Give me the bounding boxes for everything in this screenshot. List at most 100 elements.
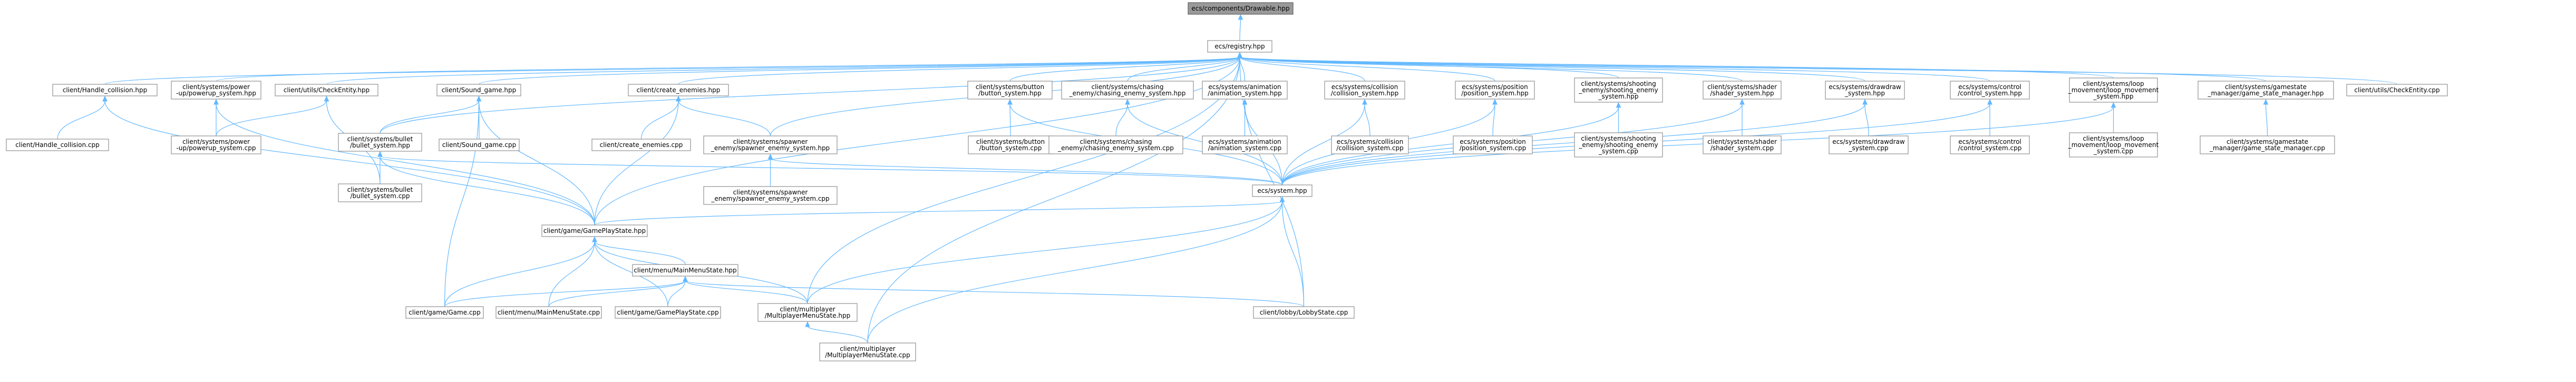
node-handle-coll-h[interactable]: client/Handle_collision.hpp [52, 84, 158, 96]
arrowhead-icon [676, 95, 681, 102]
node-box [171, 81, 261, 100]
node-position-h[interactable]: ecs/systems/position/position_system.hpp [1455, 81, 1535, 100]
node-label: client/systems/bullet [347, 186, 413, 193]
arrowhead-icon [1238, 14, 1243, 20]
node-system-h[interactable]: ecs/system.hpp [1252, 184, 1313, 197]
edge-registry-to-lobby-c [1239, 56, 1305, 307]
node-box [1453, 135, 1533, 154]
edge-mainmenu-h-to-game-c [444, 280, 686, 307]
node-mainmenu-c[interactable]: client/menu/MainMenuState.cpp [495, 306, 602, 319]
node-box [1829, 135, 1909, 154]
node-label: client/create_enemies.cpp [600, 141, 683, 149]
node-spawner-c[interactable]: client/systems/spawner_enemy/spawner_ene… [703, 186, 838, 205]
node-box [1331, 135, 1409, 154]
node-bullet-c[interactable]: client/systems/bullet/bullet_system.cpp [338, 183, 422, 202]
node-shader-h[interactable]: client/systems/shader/shader_system.hpp [1703, 81, 1782, 100]
node-label: ecs/components/Drawable.hpp [1191, 5, 1289, 12]
node-box [1202, 135, 1288, 154]
node-gameplay-h[interactable]: client/game/GamePlayState.hpp [541, 224, 648, 237]
node-create-enemies-h[interactable]: client/create_enemies.hpp [628, 84, 729, 96]
node-loop-h[interactable]: client/systems/loop_movement/loop_moveme… [2068, 77, 2159, 103]
node-animation-c[interactable]: ecs/systems/animation/animation_system.c… [1202, 135, 1288, 154]
node-shooting-c[interactable]: client/systems/shooting_enemy/shooting_e… [1574, 132, 1663, 158]
node-control-h[interactable]: ecs/systems/control/control_system.hpp [1950, 81, 2030, 100]
node-checkentity-c[interactable]: client/utils/CheckEntity.cpp [2346, 84, 2448, 96]
edge-handle-coll-h-to-gameplay-h [104, 100, 595, 226]
edge-system-h-to-multi-c [867, 201, 1283, 344]
arrowhead-icon [1237, 52, 1242, 58]
node-lobby-c[interactable]: client/lobby/LobbyState.cpp [1253, 306, 1355, 319]
arrowhead-icon [1007, 99, 1013, 105]
edge-drawdraw-h-to-drawdraw-c [1864, 103, 1869, 136]
nodes-layer: ecs/components/Drawable.hpp ecs/registry.… [6, 2, 2448, 361]
node-box [1574, 77, 1663, 103]
node-multi-c[interactable]: client/multiplayer/MultiplayerMenuState.… [819, 342, 916, 361]
node-label: /bullet_system.hpp [350, 142, 410, 149]
node-box [436, 84, 521, 96]
node-box [703, 135, 838, 154]
node-gamestate-mgr-h[interactable]: client/systems/gamestate_manager/game_st… [2198, 81, 2334, 100]
node-box [1253, 306, 1355, 319]
node-shooting-h[interactable]: client/systems/shooting_enemy/shooting_e… [1574, 77, 1663, 103]
edge-mainmenu-h-to-multi-h [685, 280, 808, 304]
node-drawable[interactable]: ecs/components/Drawable.hpp [1188, 2, 1294, 15]
node-button-c[interactable]: client/systems/button/button_system.cpp [968, 135, 1053, 154]
node-label: /shader_system.hpp [1710, 90, 1774, 97]
node-chasing-h[interactable]: client/systems/chasing_enemy/chasing_ene… [1061, 81, 1194, 100]
node-spawner-h[interactable]: client/systems/spawner_enemy/spawner_ene… [703, 135, 838, 154]
node-sound-h[interactable]: client/Sound_game.hpp [436, 84, 521, 96]
node-animation-h[interactable]: ecs/systems/animation/animation_system.h… [1202, 81, 1288, 100]
node-button-h[interactable]: client/systems/button/button_system.hpp [967, 81, 1053, 100]
node-label: ecs/systems/position [1462, 83, 1528, 91]
node-label: ecs/systems/collision [1331, 83, 1398, 91]
arrowhead-icon [767, 153, 773, 160]
node-box [1825, 81, 1905, 100]
node-label: /MultiplayerMenuState.cpp [825, 351, 910, 359]
node-label: client/systems/power [182, 138, 250, 145]
node-position-c[interactable]: ecs/systems/position/position_system.cpp [1453, 135, 1533, 154]
node-bullet-h[interactable]: client/systems/bullet/bullet_system.hpp [338, 133, 422, 152]
node-label: client/Handle_collision.cpp [15, 141, 99, 149]
node-box [1574, 132, 1663, 158]
node-sound-c[interactable]: client/Sound_game.cpp [439, 139, 520, 151]
node-label: _enemy/spawner_enemy_system.hpp [711, 144, 830, 152]
node-label: client/systems/button [976, 83, 1044, 91]
edge-registry-to-shader-h [1239, 56, 1743, 82]
node-collision-h[interactable]: ecs/systems/collision/collision_system.h… [1324, 81, 1405, 100]
node-create-enemies-c[interactable]: client/create_enemies.cpp [591, 139, 691, 151]
node-gameplay-c[interactable]: client/game/GamePlayState.cpp [615, 306, 721, 319]
edge-gameplay-h-to-mainmenu-h [594, 241, 686, 265]
node-label: /MultiplayerMenuState.hpp [765, 312, 850, 319]
arrowhead-icon [683, 276, 688, 282]
node-powerup-c[interactable]: client/systems/power-up/powerup_system.c… [171, 135, 261, 154]
node-registry[interactable]: ecs/registry.hpp [1207, 40, 1272, 53]
node-box [171, 135, 261, 154]
node-box [275, 84, 378, 96]
node-label: /bullet_system.cpp [350, 192, 410, 200]
node-collision-c[interactable]: ecs/systems/collision/collision_system.c… [1331, 135, 1409, 154]
node-mainmenu-h[interactable]: client/menu/MainMenuState.hpp [632, 264, 738, 277]
node-checkentity-h[interactable]: client/utils/CheckEntity.hpp [275, 84, 378, 96]
node-label: /position_system.hpp [1461, 90, 1529, 97]
edge-mainmenu-h-to-gameplay-c [667, 280, 686, 307]
edge-collision-h-to-system-h [1281, 103, 1365, 185]
node-control-c[interactable]: ecs/systems/control/control_system.cpp [1950, 135, 2030, 154]
node-handle-coll-c[interactable]: client/Handle_collision.cpp [6, 139, 109, 151]
node-game-c[interactable]: client/game/Game.cpp [405, 306, 484, 319]
arrowhead-icon [324, 95, 329, 102]
node-shader-c[interactable]: client/systems/shader/shader_system.cpp [1703, 135, 1782, 154]
arrowhead-icon [377, 151, 383, 157]
node-multi-h[interactable]: client/multiplayer/MultiplayerMenuState.… [757, 303, 858, 322]
edge-registry-to-checkentity-h [326, 56, 1240, 85]
node-label: client/systems/spawner [733, 189, 808, 196]
node-box [819, 342, 916, 361]
node-label: client/Sound_game.hpp [442, 86, 517, 94]
node-powerup-h[interactable]: client/systems/power-up/powerup_system.h… [171, 81, 261, 100]
node-gamestate-mgr-c[interactable]: client/systems/gamestate_manager/game_st… [2200, 135, 2335, 154]
node-drawdraw-c[interactable]: ecs/systems/drawdraw_system.cpp [1829, 135, 1909, 154]
node-chasing-c[interactable]: client/systems/chasing_enemy/chasing_ene… [1048, 135, 1183, 154]
node-drawdraw-h[interactable]: ecs/systems/drawdraw_system.hpp [1825, 81, 1905, 100]
node-label: client/systems/spawner [733, 138, 808, 145]
node-loop-c[interactable]: client/systems/loop_movement/loop_moveme… [2068, 132, 2159, 158]
node-label: _enemy/chasing_enemy_system.cpp [1057, 144, 1174, 152]
